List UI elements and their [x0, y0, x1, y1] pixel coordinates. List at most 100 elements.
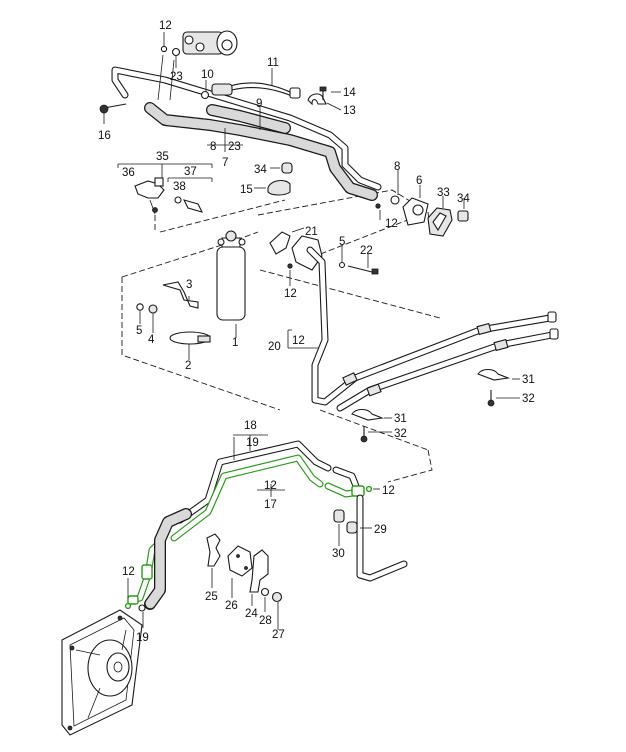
label-34-left: 34 [254, 164, 267, 176]
label-1: 1 [232, 337, 238, 349]
bracket-24[interactable] [249, 549, 269, 593]
label-29: 29 [374, 524, 387, 536]
clip-31-right[interactable] [477, 368, 511, 381]
label-33: 33 [437, 187, 450, 199]
label-9: 9 [256, 98, 262, 110]
label-26: 26 [225, 600, 238, 612]
screw-14[interactable] [319, 86, 327, 100]
pressure-line-8[interactable] [111, 66, 382, 191]
o-ring-12-highlighted[interactable] [365, 485, 373, 493]
hose-9[interactable] [206, 104, 291, 134]
o-ring-12-lower-highlighted[interactable] [124, 602, 132, 610]
o-ring-12-mid[interactable] [287, 263, 293, 269]
nut-29[interactable] [346, 521, 358, 534]
condenser-line-20[interactable] [306, 246, 559, 412]
nut-27[interactable] [271, 591, 283, 603]
bracket-3[interactable] [162, 281, 199, 309]
label-12-right: 12 [385, 218, 398, 230]
label-20: 20 [268, 341, 281, 353]
label-31-right: 31 [522, 374, 535, 386]
flange-6[interactable] [402, 197, 429, 226]
label-5-left: 5 [136, 325, 142, 337]
clamp-2[interactable] [169, 331, 211, 345]
washer-5-right[interactable] [338, 261, 346, 269]
label-17: 17 [264, 499, 277, 511]
service-valve-37[interactable] [182, 199, 204, 213]
label-15: 15 [240, 184, 253, 196]
clip-31-left[interactable] [351, 408, 385, 421]
label-18: 18 [244, 420, 257, 432]
o-ring-23-top[interactable] [171, 47, 181, 57]
label-12-mid: 12 [284, 288, 297, 300]
label-8-top: 8 [210, 141, 216, 153]
label-30: 30 [332, 548, 345, 560]
label-5-right: 5 [339, 236, 345, 248]
label-27: 27 [272, 629, 285, 641]
leaders-31-32 [368, 378, 520, 433]
fitting-19-lower[interactable] [138, 604, 146, 612]
assembly-boundaries [121, 189, 441, 483]
label-32-right: 32 [522, 393, 535, 405]
label-4: 4 [148, 334, 155, 346]
screw-32-left[interactable] [360, 426, 368, 443]
manifold-block[interactable] [291, 235, 323, 271]
cover-33[interactable] [427, 207, 453, 237]
expansion-valve[interactable] [182, 30, 238, 56]
leaders-right [254, 167, 465, 220]
label-12-line17: 12 [264, 480, 277, 492]
label-2: 2 [185, 360, 191, 372]
pressure-switch-11[interactable] [211, 82, 301, 99]
grommet-34[interactable] [281, 162, 293, 174]
line-29-down[interactable] [356, 494, 408, 582]
washer-5-left[interactable] [136, 303, 144, 311]
label-8-right: 8 [394, 161, 400, 173]
label-19-top: 19 [246, 437, 259, 449]
bolt-22[interactable] [347, 265, 379, 275]
label-3: 3 [186, 279, 192, 291]
condenser-fan[interactable] [61, 609, 143, 736]
label-23-top: 23 [170, 71, 183, 83]
nut-34[interactable] [457, 210, 469, 222]
o-ring-8-right[interactable] [390, 195, 400, 205]
bolt-16[interactable] [99, 103, 127, 114]
leaders-mid [139, 227, 369, 360]
label-10: 10 [201, 69, 214, 81]
label-22: 22 [360, 245, 373, 257]
receiver-drier-1[interactable] [216, 230, 246, 321]
line-18[interactable] [176, 440, 360, 524]
label-12-line20: 12 [292, 335, 305, 347]
leaders-lower [127, 434, 380, 628]
label-6: 6 [416, 175, 422, 187]
label-7: 7 [222, 157, 228, 169]
washer-28[interactable] [260, 587, 270, 597]
label-35: 35 [156, 151, 169, 163]
cover-26[interactable] [227, 545, 253, 577]
o-ring-12-right[interactable] [375, 203, 381, 209]
label-25: 25 [205, 591, 218, 603]
mount-21[interactable] [269, 231, 291, 255]
tee-fitting-36[interactable] [134, 177, 165, 213]
suction-hose-lower[interactable] [144, 508, 192, 610]
grommet-30[interactable] [333, 509, 345, 523]
label-13: 13 [343, 105, 356, 117]
bracket-13[interactable] [307, 93, 327, 106]
label-16: 16 [98, 130, 111, 142]
grommet-15[interactable] [267, 179, 291, 196]
valve-core-38[interactable] [174, 196, 182, 204]
o-ring-12-top[interactable] [160, 45, 168, 53]
label-31-left: 31 [394, 413, 407, 425]
nut-4[interactable] [148, 304, 158, 314]
label-32-left: 32 [394, 428, 407, 440]
label-11: 11 [267, 57, 279, 69]
suction-hose-8[interactable] [144, 102, 378, 201]
o-ring-10[interactable] [200, 90, 210, 100]
label-38: 38 [173, 181, 186, 193]
label-19-lower: 19 [136, 632, 149, 644]
label-23-mid: 23 [228, 141, 241, 153]
leaders-top [103, 32, 342, 152]
screw-32-right[interactable] [487, 390, 495, 407]
label-12-top: 12 [159, 20, 172, 32]
clamp-25[interactable] [206, 533, 221, 567]
label-34-right: 34 [457, 193, 470, 205]
